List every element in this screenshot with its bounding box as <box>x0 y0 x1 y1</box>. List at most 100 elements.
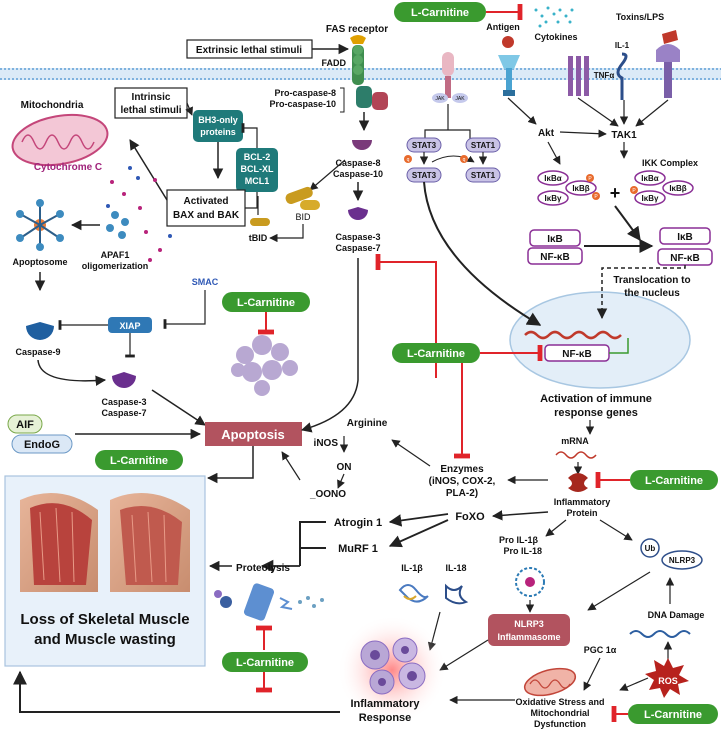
cytokines-icon <box>534 6 574 28</box>
l-carnitine-label: L-Carnitine <box>237 297 295 309</box>
apaf1-icon <box>106 211 129 239</box>
bh3-label-1: BH3-only <box>198 115 238 125</box>
inflam-response-label-2: Response <box>359 712 412 724</box>
oxidative-label-1: Oxidative Stress and <box>515 697 604 707</box>
murf-label: MuRF 1 <box>338 543 378 555</box>
caspase-9-icon <box>26 322 54 340</box>
caspase-7-left-label: Caspase-7 <box>101 408 146 418</box>
toxins-icon <box>662 30 678 44</box>
p-marker-label: P <box>588 176 592 182</box>
phospho-markers-stat: q q <box>404 155 468 163</box>
nlrp3-inflam-label-1: NLRP3 <box>514 619 544 629</box>
plus-sign: + <box>610 183 621 203</box>
intrinsic-label-2: lethal stimuli <box>120 105 181 116</box>
p-marker-label: P <box>632 188 636 194</box>
xiap-label: XIAP <box>119 321 140 331</box>
l-carnitine-label: L-Carnitine <box>644 709 702 721</box>
apaf1-label-2: oligomerization <box>82 261 149 271</box>
caspase-3-left-label: Caspase-3 <box>101 397 146 407</box>
l-carnitine-badge-ros: L-Carnitine <box>628 704 718 724</box>
ikk-complex-label: IKK Complex <box>642 158 698 168</box>
l-carnitine-badge-protein: L-Carnitine <box>630 470 718 490</box>
mcl1-label: MCL1 <box>245 176 270 186</box>
ros-label: ROS <box>658 676 678 686</box>
ikbb-right-label: IκBβ <box>669 184 686 193</box>
ub-label: Ub <box>645 544 656 553</box>
q-marker-label: q <box>463 157 466 163</box>
inflam-protein-label-2: Protein <box>566 508 597 518</box>
stat3-bottom: STAT3 <box>406 167 442 183</box>
intrinsic-box: Intrinsic lethal stimuli <box>114 87 188 119</box>
l-carnitine-label: L-Carnitine <box>645 475 703 487</box>
proteasome-icon <box>214 583 324 621</box>
muscle-image <box>20 492 190 592</box>
pro-il1b-label: Pro IL-1β <box>499 535 539 545</box>
enzymes-label-2: (iNOS, COX-2, <box>429 476 496 487</box>
tbid-label: tBID <box>249 233 268 243</box>
smac-label: SMAC <box>192 277 219 287</box>
arginine-label: Arginine <box>347 418 388 429</box>
mrna-label: mRNA <box>561 436 589 446</box>
caspase-3-icon-left <box>112 372 136 388</box>
endog-box: EndoG <box>11 434 73 454</box>
muscle-panel: Loss of Skeletal Muscle and Muscle wasti… <box>4 475 206 667</box>
ikba-left-label: IκBα <box>544 174 561 183</box>
fadd-label: FADD <box>322 58 347 68</box>
bcl2-label: BCL-2 <box>244 152 271 162</box>
stat1-bottom: STAT1 <box>465 167 501 183</box>
il1b-icon <box>398 584 429 603</box>
tak1-label: TAK1 <box>611 130 637 141</box>
loss-label-2: and Muscle wasting <box>34 631 176 648</box>
activation-label-1: Activation of immune <box>540 393 652 405</box>
cytochrome-c-label: Cytochrome C <box>34 162 102 173</box>
apoptosome-icon <box>16 199 64 251</box>
apoptosis-label: Apoptosis <box>221 427 285 442</box>
q-marker-label: q <box>407 157 410 163</box>
oxidative-label-3: Dysfunction <box>534 719 586 729</box>
l-carnitine-label: L-Carnitine <box>110 455 168 467</box>
ikbg-right-label: IκBγ <box>642 194 659 203</box>
ikbb-left-label: IκBβ <box>572 184 589 193</box>
caspase-10-label: Caspase-10 <box>333 169 383 179</box>
translocation-label-1: Translocation to <box>613 275 690 286</box>
fas-receptor-icon <box>350 35 388 110</box>
endog-label: EndoG <box>24 439 60 451</box>
caspase-8-icon <box>352 140 372 150</box>
inos-label: iNOS <box>314 438 339 449</box>
il1b-label: IL-1β <box>401 563 423 573</box>
aif-label: AIF <box>16 419 34 431</box>
enzymes-label-1: Enzymes <box>440 464 484 475</box>
ikb-nfkb-left: IκB NF-κB <box>527 229 583 265</box>
akt-label: Akt <box>538 128 555 139</box>
dna-icon <box>524 330 622 340</box>
mitochondria-icon <box>11 113 109 167</box>
dna-damage-label: DNA Damage <box>648 610 705 620</box>
nfkb-nucleus-label: NF-κB <box>562 349 591 360</box>
activation-label-2: response genes <box>554 407 638 419</box>
caspase-9-label: Caspase-9 <box>15 347 60 357</box>
bh3-only-box: BH3-only proteins <box>193 110 243 142</box>
l-carnitine-badge-left: L-Carnitine <box>95 450 183 470</box>
stat1-bottom-label: STAT1 <box>471 171 496 180</box>
bax-bak-label: BAX and BAK <box>173 210 240 221</box>
l-carnitine-label: L-Carnitine <box>407 348 465 360</box>
on-label: ON <box>337 462 352 473</box>
inflammasome-icon <box>515 567 545 597</box>
activated-label: Activated <box>183 196 228 207</box>
ikb-right-label: IκB <box>677 232 693 243</box>
aif-box: AIF <box>7 414 43 434</box>
toxins-label: Toxins/LPS <box>616 12 664 22</box>
mrna-icon <box>555 451 597 459</box>
mitochondria-damaged-icon <box>523 667 577 697</box>
xiap-box: XIAP <box>108 317 152 333</box>
l-carnitine-badge-bottom: L-Carnitine <box>222 652 308 672</box>
bid-icon <box>285 186 320 210</box>
enzymes-label-3: PLA-2) <box>446 488 478 499</box>
tnfa-receptor-icon <box>568 56 589 96</box>
nfkb-right-label: NF-κB <box>670 253 699 264</box>
ikk-complex-left: IκBα IκBβ IκBγ P P <box>537 170 600 206</box>
caspase-3-icon-center <box>348 207 368 220</box>
ros-icon: ROS <box>645 658 689 698</box>
l-carnitine-badge-apoptosis: L-Carnitine <box>222 292 310 312</box>
